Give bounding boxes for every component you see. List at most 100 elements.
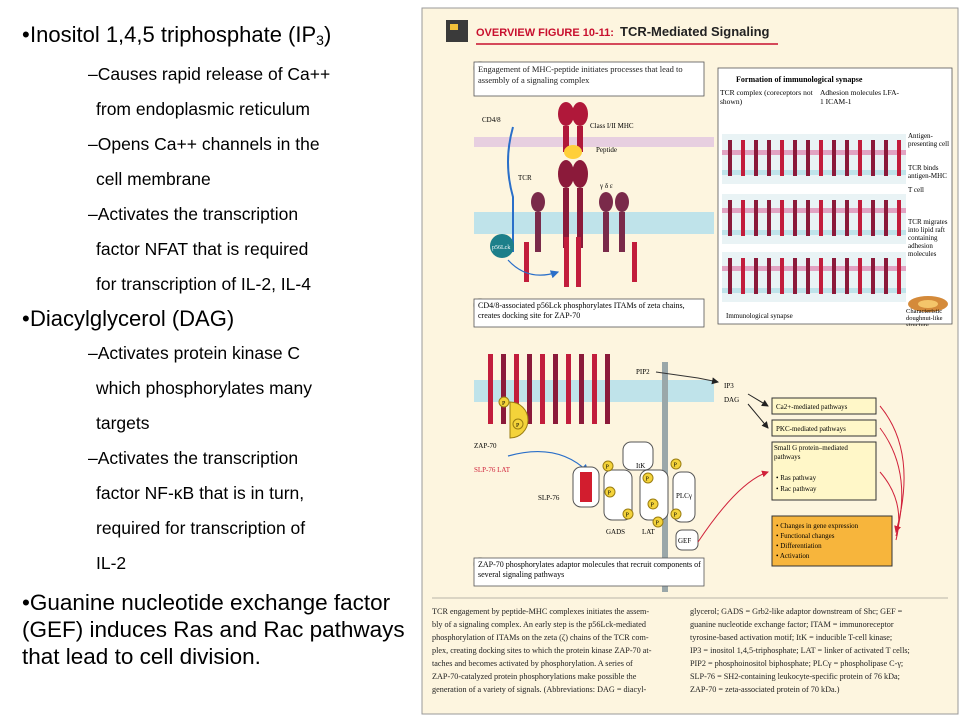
synapse-panel: Formation of immunological synapse TCR c… bbox=[717, 67, 953, 326]
bullet-dag: •Diacylglycerol (DAG) bbox=[22, 306, 235, 331]
caption-line: generation of a variety of signals. (Abb… bbox=[432, 685, 647, 694]
phosphate-icon bbox=[652, 516, 664, 528]
synapse-molecule-icon bbox=[767, 200, 771, 236]
svg-text:CD4/8: CD4/8 bbox=[482, 116, 501, 124]
svg-text:Class I/II MHC: Class I/II MHC bbox=[590, 122, 634, 130]
phosphate-icon bbox=[642, 472, 654, 484]
synapse-molecule-icon bbox=[884, 258, 888, 294]
synapse-molecule-icon bbox=[858, 258, 862, 294]
synapse-molecule-icon bbox=[728, 258, 732, 294]
header-prefix: OVERVIEW FIGURE 10-11: bbox=[476, 27, 614, 39]
synapse-molecule-icon bbox=[754, 140, 758, 176]
tcr-complex bbox=[524, 160, 637, 287]
synapse-molecule-icon bbox=[793, 258, 797, 294]
receptor-chain-icon bbox=[592, 354, 597, 424]
phosphate-label: P bbox=[646, 477, 650, 483]
synapse-molecule-icon bbox=[832, 200, 836, 236]
svg-text:• Rac pathway: • Rac pathway bbox=[776, 485, 817, 493]
svg-text:LAT: LAT bbox=[642, 528, 656, 536]
receptor-chain-icon bbox=[579, 354, 584, 424]
svg-text:P: P bbox=[502, 401, 506, 407]
sub-bullet: –Opens Ca++ channels in the bbox=[88, 134, 320, 154]
synapse-molecule-icon bbox=[754, 200, 758, 236]
synapse-molecule-icon bbox=[819, 200, 823, 236]
svg-text:PKC-mediated pathways: PKC-mediated pathways bbox=[776, 425, 846, 433]
phosphate-label: P bbox=[651, 503, 655, 509]
caption-right: glycerol; GADS = Grb2-like adaptor downs… bbox=[690, 607, 910, 694]
svg-text:GADS: GADS bbox=[606, 528, 625, 536]
phosphate-icon bbox=[604, 486, 616, 498]
phosphate-label: P bbox=[674, 513, 678, 519]
receptor-chain-icon bbox=[566, 354, 571, 424]
sub-bullet-cont: IL-2 bbox=[96, 553, 127, 573]
svg-text:GEF: GEF bbox=[678, 537, 691, 545]
synapse-molecule-icon bbox=[780, 140, 784, 176]
synapse-molecule-icon bbox=[871, 258, 875, 294]
synapse-molecule-icon bbox=[884, 200, 888, 236]
synapse-molecule-icon bbox=[793, 140, 797, 176]
svg-text:Formation of immunological syn: Formation of immunological synapse bbox=[736, 75, 863, 84]
tcell-membrane-1 bbox=[474, 212, 714, 234]
synapse-molecule-icon bbox=[767, 258, 771, 294]
svg-text:SLP-76: SLP-76 bbox=[538, 494, 560, 502]
cd48-coreceptor: p56Lck bbox=[490, 126, 560, 279]
synapse-molecule-icon bbox=[754, 258, 758, 294]
phosphate-icon bbox=[647, 498, 659, 510]
synapse-molecule-icon bbox=[871, 140, 875, 176]
synapse-molecule-icon bbox=[832, 140, 836, 176]
synapse-molecule-icon bbox=[728, 140, 732, 176]
synapse-molecule-icon bbox=[884, 140, 888, 176]
receptor-chain-icon bbox=[488, 354, 493, 424]
svg-text:IP3: IP3 bbox=[724, 382, 734, 390]
svg-text:PIP2: PIP2 bbox=[636, 368, 650, 376]
synapse-molecule-icon bbox=[897, 258, 901, 294]
figure-header: OVERVIEW FIGURE 10-11: TCR-Mediated Sign… bbox=[446, 20, 778, 45]
svg-text:SLP-76 LAT: SLP-76 LAT bbox=[474, 466, 511, 474]
synapse-molecule-icon bbox=[897, 200, 901, 236]
sub-bullet-cont: cell membrane bbox=[96, 169, 211, 189]
synapse-molecule-icon bbox=[793, 200, 797, 236]
receptor-chain-icon bbox=[527, 354, 532, 424]
receptor-chain-icon bbox=[605, 354, 610, 424]
caption-line: ZAP-70-catalyzed protein phosphorylation… bbox=[432, 672, 637, 681]
svg-text:T cell: T cell bbox=[908, 186, 924, 194]
apc-membrane bbox=[474, 137, 714, 147]
step-2: 2 CD4/8-associated p56Lck phosphorylates… bbox=[473, 298, 705, 328]
phosphate-label: P bbox=[606, 465, 610, 471]
synapse-molecule-icon bbox=[845, 200, 849, 236]
svg-text:P: P bbox=[516, 423, 520, 429]
caption-line: guanine nucleotide exchange factor; ITAM… bbox=[690, 620, 894, 629]
phosphate-label: P bbox=[626, 513, 630, 519]
caption-line: PIP2 = phosphoinositol biphosphate; PLCγ… bbox=[690, 659, 903, 668]
synapse-molecule-icon bbox=[832, 258, 836, 294]
synapse-molecule-icon bbox=[819, 258, 823, 294]
svg-text:Peptide: Peptide bbox=[596, 146, 617, 154]
svg-text:ItK: ItK bbox=[636, 462, 645, 470]
svg-text:PLCγ: PLCγ bbox=[676, 492, 692, 500]
svg-text:• Functional changes: • Functional changes bbox=[776, 532, 835, 540]
phosphate-icon bbox=[670, 508, 682, 520]
phosphate-label: P bbox=[674, 463, 678, 469]
caption-line: ZAP-70 = zeta-associated protein of 70 k… bbox=[690, 685, 840, 694]
synapse-molecule-icon bbox=[741, 200, 745, 236]
synapse-molecule-icon bbox=[741, 140, 745, 176]
caption-line: TCR engagement by peptide-MHC complexes … bbox=[432, 607, 649, 616]
sub-bullet-cont: from endoplasmic reticulum bbox=[96, 99, 310, 119]
sub-bullet: –Causes rapid release of Ca++ bbox=[88, 64, 331, 84]
svg-text:• Differentiation: • Differentiation bbox=[776, 542, 822, 550]
sub-bullet: –Activates the transcription bbox=[88, 448, 299, 468]
svg-text:• Activation: • Activation bbox=[776, 552, 810, 560]
sub-bullet-cont: for transcription of IL-2, IL-4 bbox=[96, 274, 311, 294]
caption-line: plex, creating docking sites to which th… bbox=[432, 646, 652, 655]
synapse-molecule-icon bbox=[806, 258, 810, 294]
svg-text:• Ras pathway: • Ras pathway bbox=[776, 474, 817, 482]
svg-text:DAG: DAG bbox=[724, 396, 739, 404]
caption-line: taches and becomes activated by phosphor… bbox=[432, 659, 633, 668]
sub-bullet: –Activates the transcription bbox=[88, 204, 299, 224]
caption-line: phosphorylation of ITAMs on the zeta (ζ)… bbox=[432, 633, 649, 642]
receptor-chain-icon bbox=[514, 354, 519, 424]
receptor-chain-icon bbox=[501, 354, 506, 424]
bullet-gef: •Guanine nucleotide exchange factor (GEF… bbox=[22, 590, 405, 669]
synapse-molecule-icon bbox=[728, 200, 732, 236]
